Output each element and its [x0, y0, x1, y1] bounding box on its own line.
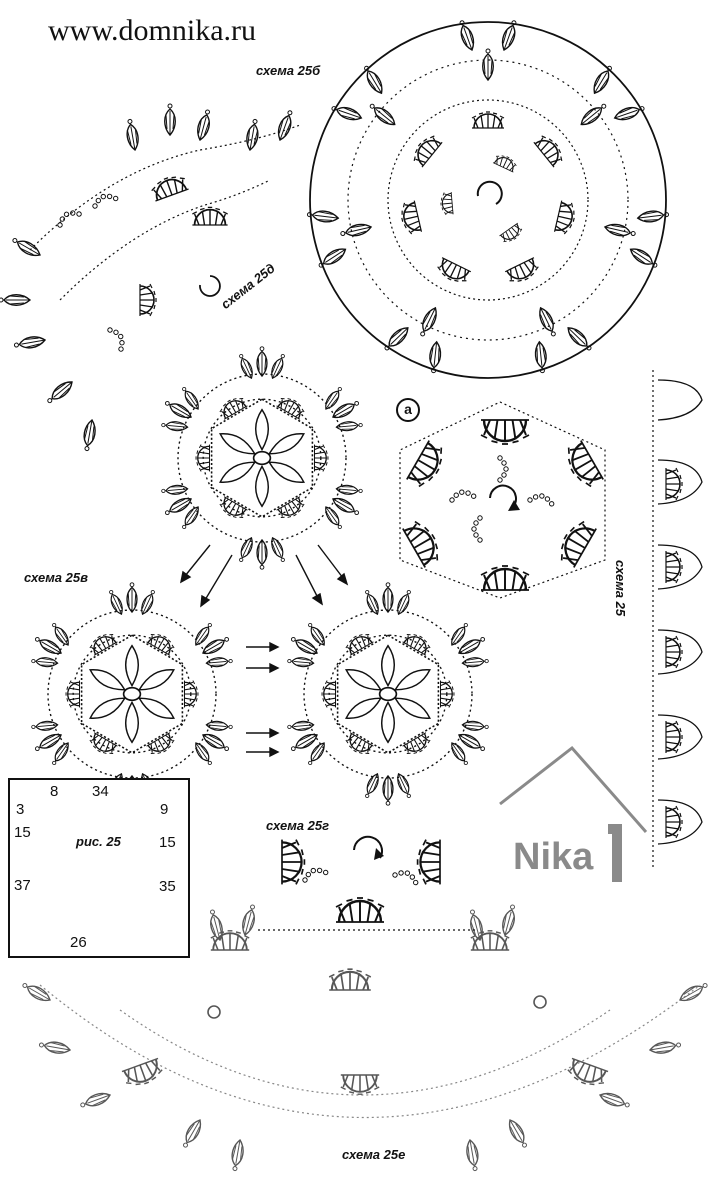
- dim-left-top: 3: [16, 801, 25, 818]
- label-scheme-25v: схема 25в: [24, 570, 88, 585]
- label-scheme-25b: схема 25б: [256, 63, 321, 78]
- nika-logo-text: Nika: [513, 836, 594, 878]
- scheme-25-edging: [652, 370, 703, 868]
- site-url[interactable]: www.domnika.ru: [48, 14, 257, 47]
- scheme-a-hexagon: [399, 401, 606, 599]
- nika-house-logo-icon: [499, 745, 648, 882]
- scheme-25e-yoke: [19, 902, 711, 1173]
- label-scheme-25g: схема 25г: [266, 818, 330, 833]
- label-scheme-25: схема 25: [613, 560, 628, 617]
- dim-right-mid: 15: [159, 834, 176, 851]
- scheme-25b-circle: [306, 18, 670, 379]
- pattern-figure-box: [8, 778, 190, 958]
- dim-bottom: 26: [70, 934, 87, 951]
- dim-left-mid: 15: [14, 824, 31, 841]
- dim-top: 34: [92, 783, 109, 800]
- scheme-25v-motifs: [23, 347, 497, 805]
- dim-right-top: 9: [160, 801, 169, 818]
- label-marker-a: а: [396, 398, 420, 422]
- scheme-25d-wedge: [0, 103, 301, 453]
- scheme-25g-strip: [258, 835, 478, 931]
- pattern-figure-label: рис. 25: [76, 834, 121, 849]
- dim-right-bottom: 35: [159, 878, 176, 895]
- dim-top-left: 8: [50, 783, 59, 800]
- label-scheme-25e: схема 25е: [342, 1147, 406, 1162]
- dim-left-bottom: 37: [14, 877, 31, 894]
